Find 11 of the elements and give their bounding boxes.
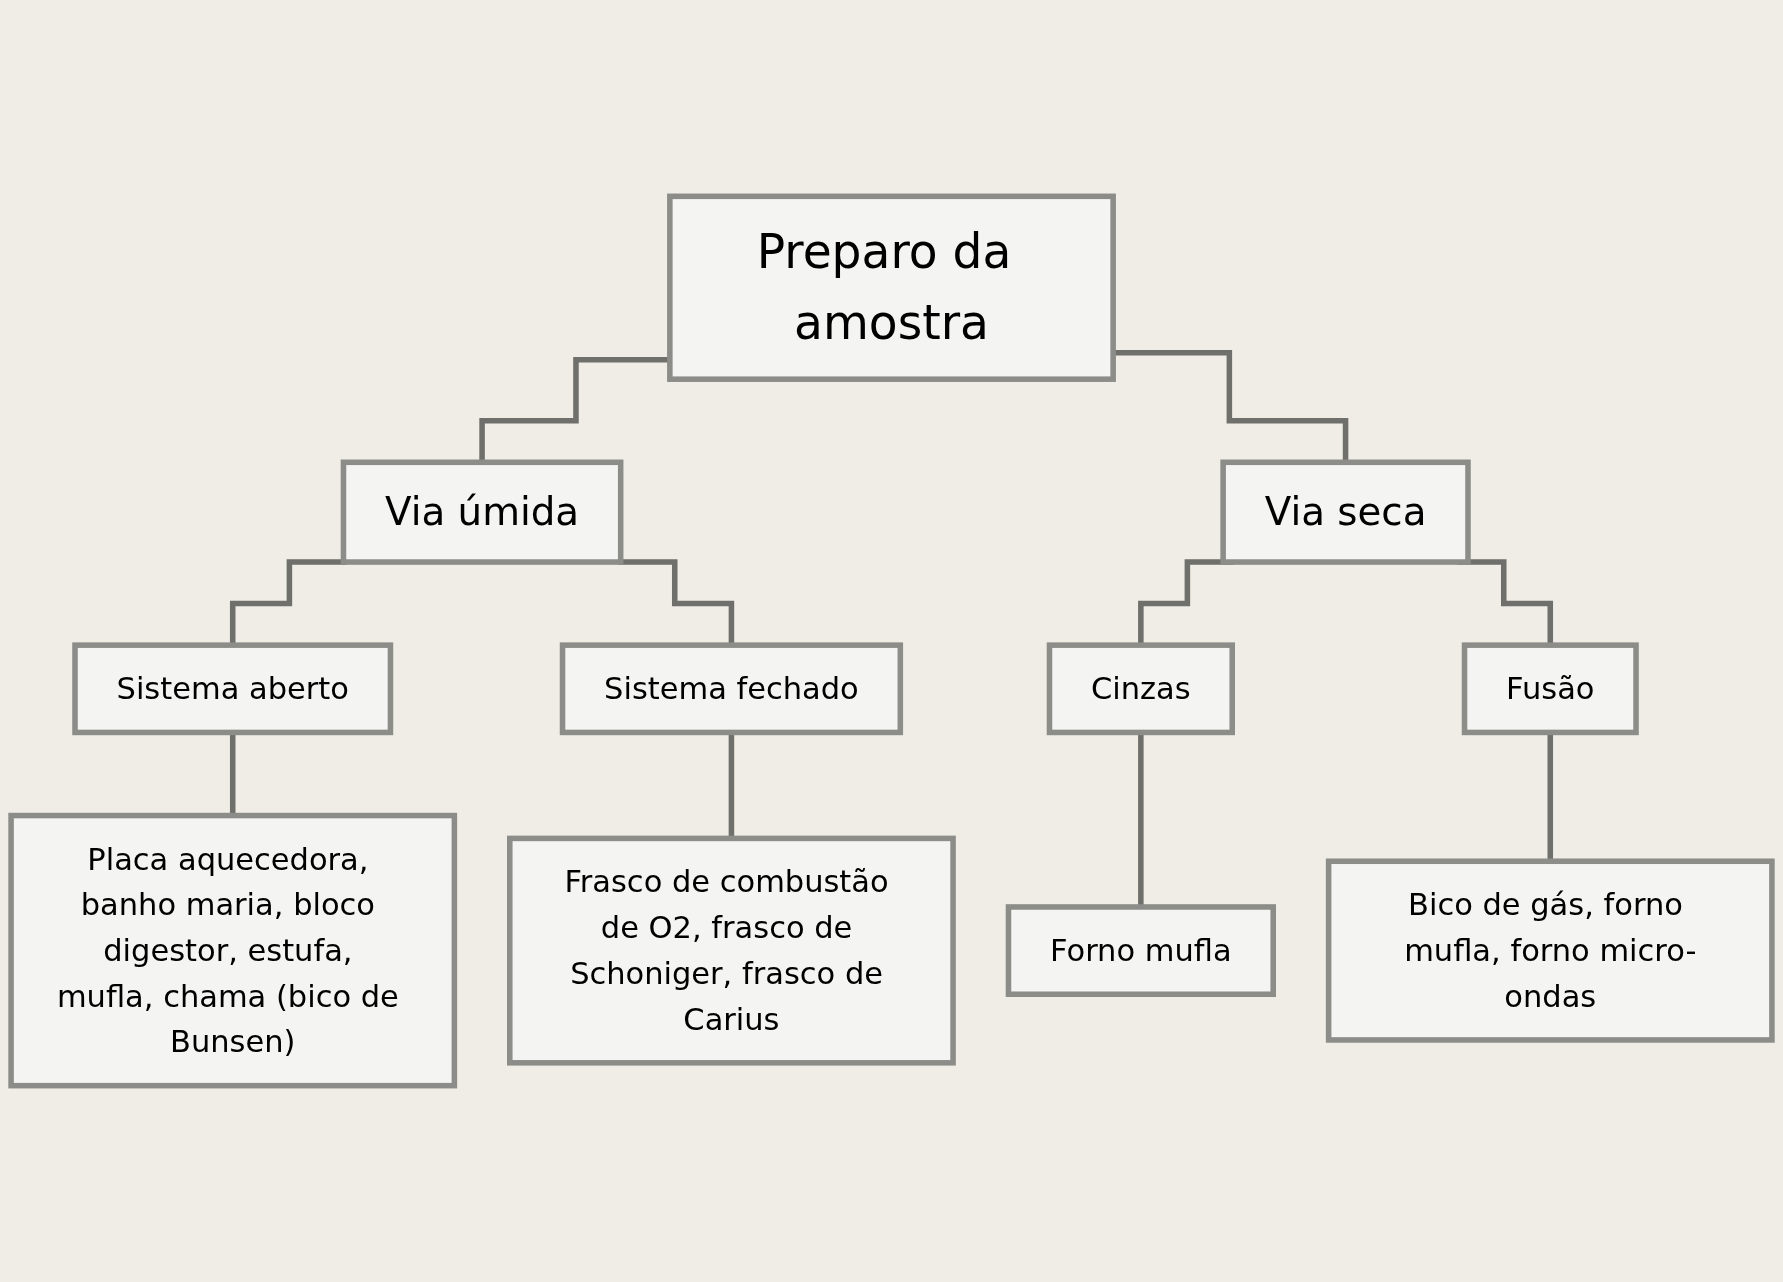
node-box: Via úmida xyxy=(340,459,624,565)
node-box: Bico de gás, forno mufla, forno micro-ondas xyxy=(1325,858,1775,1043)
node-box: Placa aquecedora, banho maria, bloco digestor, estufa, mufla, chama (bico de Bunsen) xyxy=(8,812,458,1089)
node-box: Fusão xyxy=(1461,642,1639,736)
node-box: Sistema fechado xyxy=(559,642,904,736)
node-box: Preparo da amostra xyxy=(667,193,1116,382)
node-box: Frasco de combustão de O2, frasco de Schoniger, frasco de Carius xyxy=(507,835,956,1066)
node-box: Sistema aberto xyxy=(72,642,394,736)
node-box: Via seca xyxy=(1220,459,1471,565)
node-box: Cinzas xyxy=(1046,642,1235,736)
node-box: Forno mufla xyxy=(1005,904,1276,997)
